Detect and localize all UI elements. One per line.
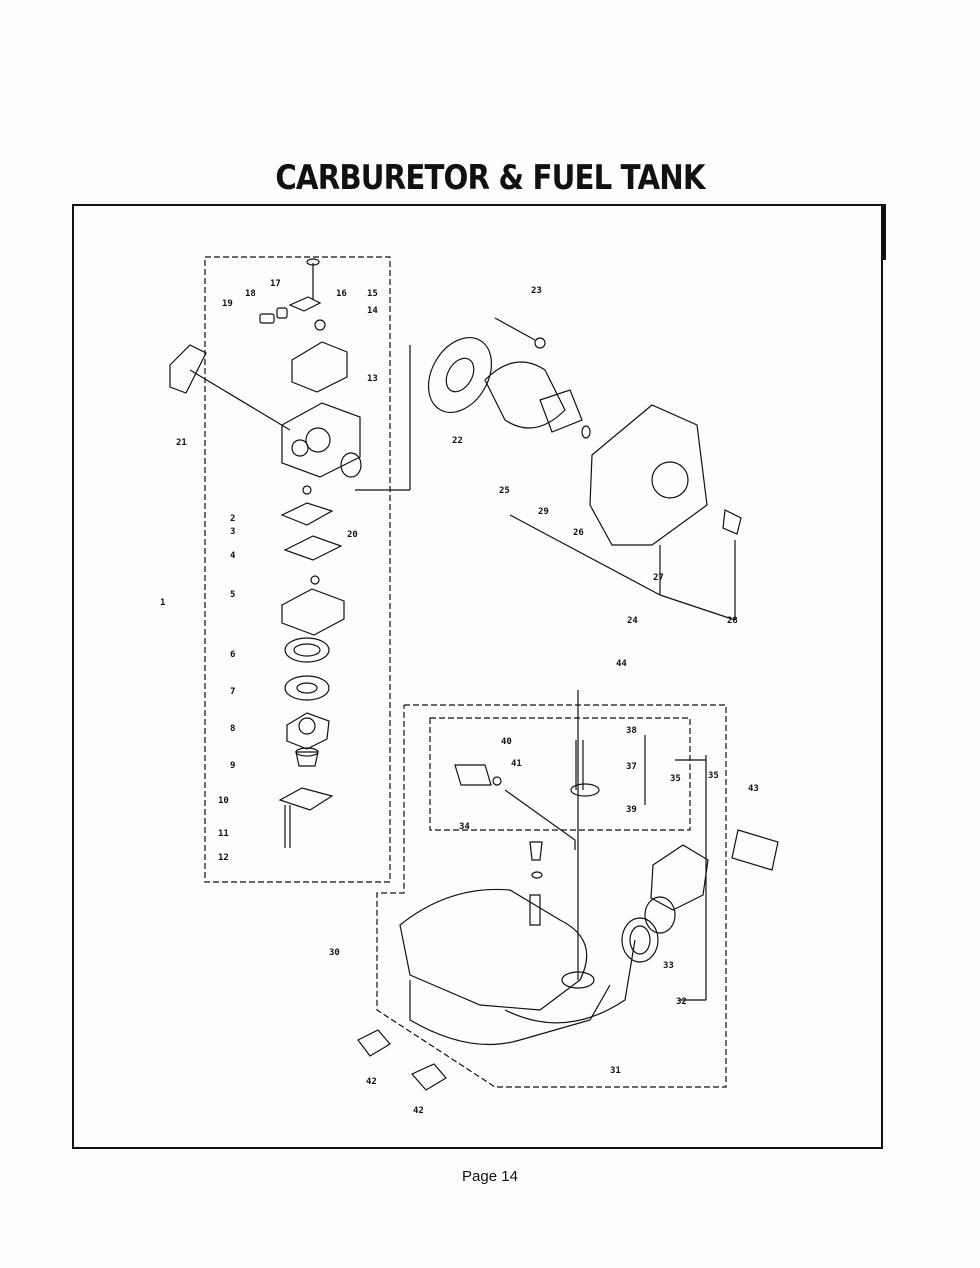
carburetor-drawing [169,258,362,848]
callout-35b: 35 [708,771,719,781]
callout-24: 24 [627,616,638,626]
callout-4: 4 [230,551,236,561]
part-number-labels: 1 2 3 4 5 6 7 8 9 10 11 12 13 14 15 16 1… [160,279,759,1116]
callout-40: 40 [501,737,512,747]
callout-26: 26 [573,528,584,538]
callout-14: 14 [367,306,378,316]
fuel-pickup-group-box [429,717,691,831]
callout-6: 6 [230,650,235,660]
callout-17: 17 [270,279,281,289]
callout-13: 13 [367,374,378,384]
callout-2: 2 [230,514,235,524]
callout-23: 23 [531,286,542,296]
callout-16: 16 [336,289,347,299]
callout-37: 37 [626,762,637,772]
callout-1: 1 [160,598,165,608]
diagram-frame [72,204,886,1149]
fuel-tank-group-box [376,704,727,1088]
callout-5: 5 [230,590,235,600]
callout-44: 44 [616,659,627,669]
callout-43: 43 [748,784,759,794]
frame-edge-mark [881,204,886,260]
callout-9: 9 [230,761,235,771]
callout-12: 12 [218,853,229,863]
callout-10: 10 [218,796,229,806]
callout-41: 41 [511,759,522,769]
callout-33: 33 [663,961,674,971]
callout-21: 21 [176,438,187,448]
callout-25: 25 [499,486,510,496]
callout-31: 31 [610,1066,621,1076]
callout-32: 32 [676,997,687,1007]
callout-42a: 42 [366,1077,377,1087]
page-number: Page 14 [462,1168,518,1185]
callout-19: 19 [222,299,233,309]
callout-35a: 35 [670,774,681,784]
callout-7: 7 [230,687,235,697]
callout-20: 20 [347,530,358,540]
carburetor-group-box [204,256,391,883]
callout-39: 39 [626,805,637,815]
air-filter-drawing [355,317,742,546]
callout-18: 18 [245,289,256,299]
callout-11: 11 [218,829,229,839]
callout-30: 30 [329,948,340,958]
callout-22: 22 [452,436,463,446]
callout-27: 27 [653,573,664,583]
callout-8: 8 [230,724,235,734]
callout-3: 3 [230,527,235,537]
callout-38: 38 [626,726,637,736]
callout-34: 34 [459,822,470,832]
callout-15: 15 [367,289,378,299]
callout-29: 29 [538,507,549,517]
callout-42b: 42 [413,1106,424,1116]
callout-28: 28 [727,616,738,626]
page-title: CARBURETOR & FUEL TANK [275,158,705,198]
fuel-tank-drawing [357,690,779,1091]
